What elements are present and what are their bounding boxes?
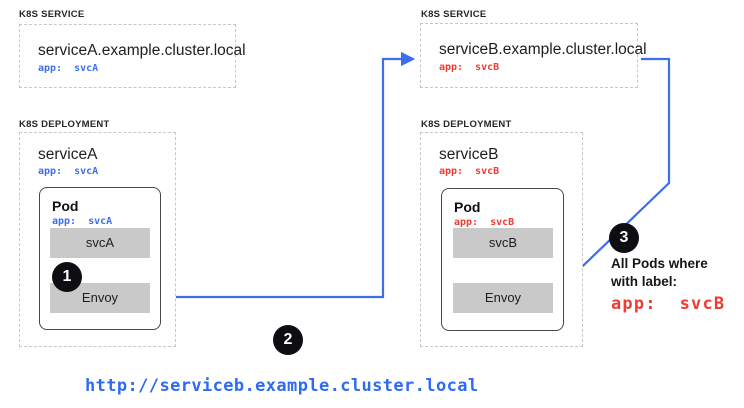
step-badge-2: 2 bbox=[273, 325, 303, 355]
annotation-line-2: with label: bbox=[611, 274, 678, 289]
service-a-box: serviceA.example.cluster.local app: svcA bbox=[19, 24, 246, 88]
request-url: http://serviceb.example.cluster.local bbox=[85, 376, 479, 396]
annotation-line-1: All Pods where bbox=[611, 256, 708, 271]
container-svca: svcA bbox=[50, 228, 150, 258]
pod-b-selector: app: svcB bbox=[454, 217, 515, 228]
pod-b: Pod app: svcB svcB Envoy bbox=[441, 188, 564, 331]
service-b-section-label: K8S SERVICE bbox=[421, 9, 487, 20]
service-a-section-label: K8S SERVICE bbox=[19, 9, 85, 20]
deployment-b-name: serviceB bbox=[439, 146, 499, 163]
step-3-annotation: All Pods where with label: app: svcB bbox=[611, 255, 725, 313]
deployment-b-section-label: K8S DEPLOYMENT bbox=[421, 119, 512, 130]
service-b-box: serviceB.example.cluster.local app: svcB bbox=[420, 23, 647, 88]
pod-a-selector: app: svcA bbox=[52, 216, 113, 227]
step-badge-1: 1 bbox=[52, 262, 82, 292]
container-svcb: svcB bbox=[453, 228, 553, 258]
service-a-host: serviceA.example.cluster.local bbox=[38, 42, 246, 59]
deployment-b-selector: app: svcB bbox=[439, 166, 500, 177]
service-b-selector: app: svcB bbox=[439, 62, 500, 73]
arrow-envoy-to-serviceb bbox=[162, 51, 416, 299]
deployment-a-section-label: K8S DEPLOYMENT bbox=[19, 119, 110, 130]
pod-a: Pod app: svcA svcA Envoy bbox=[39, 187, 161, 330]
deployment-b-box: serviceB app: svcB Pod app: svcB svcB En… bbox=[420, 132, 583, 347]
service-a-selector: app: svcA bbox=[38, 63, 99, 74]
deployment-a-name: serviceA bbox=[38, 146, 98, 163]
deployment-a-box: serviceA app: svcA Pod app: svcA svcA En… bbox=[19, 132, 176, 347]
annotation-selector: app: svcB bbox=[611, 294, 726, 314]
pod-b-title: Pod bbox=[454, 199, 481, 215]
service-b-host: serviceB.example.cluster.local bbox=[439, 41, 647, 58]
container-envoy-b: Envoy bbox=[453, 283, 553, 313]
deployment-a-selector: app: svcA bbox=[38, 166, 99, 177]
step-badge-3: 3 bbox=[609, 223, 639, 253]
pod-a-title: Pod bbox=[52, 198, 79, 214]
